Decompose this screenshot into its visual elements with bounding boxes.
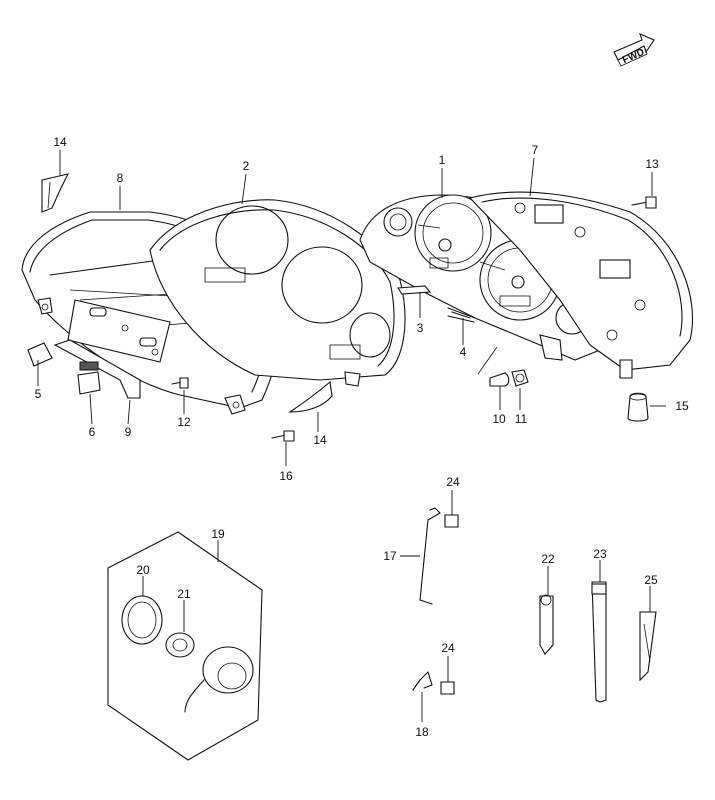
spring-part-4 xyxy=(447,307,476,323)
callout-label: 25 xyxy=(644,573,658,587)
tie-part-23 xyxy=(591,581,607,703)
visor-trim-part-14-top xyxy=(41,173,70,213)
assembly-box-part-19 xyxy=(107,531,263,761)
cap-part-15 xyxy=(627,392,649,422)
callout-label: 2 xyxy=(243,159,250,173)
callout-label: 15 xyxy=(675,399,689,413)
callout-label: 24 xyxy=(446,475,460,489)
fwd-arrow-icon: FWD xyxy=(613,33,655,67)
callout-label: 20 xyxy=(136,563,150,577)
clamp-part-22 xyxy=(539,594,554,655)
callout-label: 14 xyxy=(53,135,67,149)
switch-part-6 xyxy=(77,371,101,395)
bracket-part-9 xyxy=(53,339,141,399)
rear-case-part-7 xyxy=(468,191,694,379)
tie-part-25 xyxy=(639,611,657,682)
screw-part-12 xyxy=(171,377,189,389)
callout-label: 5 xyxy=(35,387,42,401)
socket-part-11 xyxy=(511,369,529,387)
clip-part-18 xyxy=(412,671,433,691)
callout-label: 17 xyxy=(383,549,397,563)
callout-label: 10 xyxy=(492,412,506,426)
callout-label: 21 xyxy=(177,587,191,601)
callout-label: 8 xyxy=(117,171,124,185)
callout-label: 9 xyxy=(125,425,132,439)
callout-labels: 14 8 2 1 7 13 3 4 5 6 9 12 14 16 10 11 1… xyxy=(35,135,689,739)
callout-label: 14 xyxy=(313,433,327,447)
bulb-part-10 xyxy=(477,346,510,387)
callout-label: 24 xyxy=(441,641,455,655)
socket-part-21 xyxy=(165,632,195,658)
clip-part-3 xyxy=(397,285,432,295)
callout-label: 22 xyxy=(541,552,555,566)
callout-label: 11 xyxy=(515,412,528,426)
callout-label: 19 xyxy=(211,527,225,541)
knob-part-5 xyxy=(27,342,53,367)
callout-label: 12 xyxy=(177,415,191,429)
meter-case-part-2 xyxy=(149,199,406,387)
callout-label: 3 xyxy=(417,321,424,335)
leader-lines xyxy=(37,150,666,722)
callout-label: 4 xyxy=(460,345,467,359)
screw-part-16 xyxy=(271,430,295,442)
visor-trim-part-14-bottom xyxy=(288,380,333,413)
callout-label: 18 xyxy=(415,725,429,739)
callout-label: 1 xyxy=(439,153,446,167)
screw-part-13 xyxy=(631,196,657,209)
callout-label: 7 xyxy=(532,143,539,157)
harness-socket xyxy=(184,646,254,713)
callout-label: 6 xyxy=(89,425,96,439)
ring-part-20 xyxy=(121,595,163,645)
callout-label: 16 xyxy=(279,469,293,483)
callout-label: 13 xyxy=(645,157,659,171)
rod-part-17 xyxy=(419,507,441,605)
callout-label: 23 xyxy=(593,547,607,561)
screw-part-24-upper xyxy=(444,514,459,528)
screw-part-24-lower xyxy=(440,681,455,695)
